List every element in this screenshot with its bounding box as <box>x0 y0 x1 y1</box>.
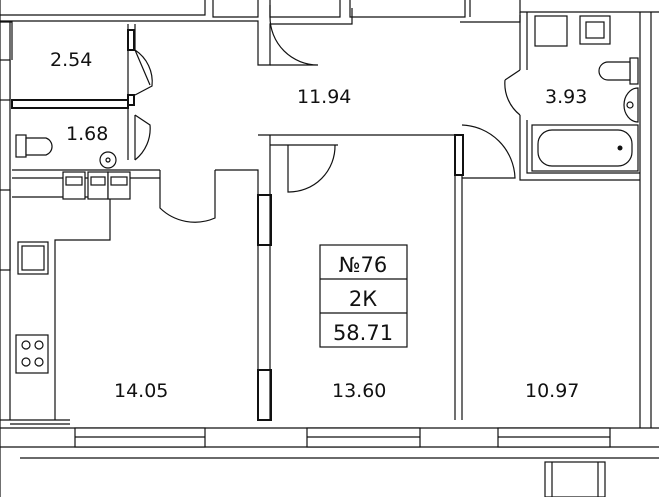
bedroom-middle-door <box>287 144 336 193</box>
storage-door <box>134 49 153 96</box>
balcony <box>544 461 606 497</box>
kitchen-door <box>159 178 216 223</box>
toilet-area: 1.68 <box>66 123 108 145</box>
bathroom-area: 3.93 <box>545 86 587 108</box>
storage-area: 2.54 <box>50 49 92 71</box>
apartment-type: 2К <box>349 287 377 311</box>
bedroom-right-door <box>461 124 516 179</box>
doors <box>134 5 521 223</box>
interior-walls <box>11 12 640 421</box>
room-area-labels: 2.54 11.94 3.93 1.68 14.05 13.60 10.97 <box>50 49 587 402</box>
apartment-info-box: №76 2К 58.71 <box>319 244 408 348</box>
hallway-area: 11.94 <box>297 86 351 108</box>
wc-sink-icon <box>99 151 117 169</box>
bathtub-icon <box>531 124 639 172</box>
kitchen-living-area: 14.05 <box>114 380 168 402</box>
bedroom-right-area: 10.97 <box>525 380 579 402</box>
wc-toilet-icon <box>15 134 53 158</box>
apartment-number: №76 <box>339 253 388 277</box>
kitchen-sink-icon <box>17 241 49 275</box>
bathroom-sink-icon <box>623 87 639 123</box>
bathroom-door <box>504 69 521 116</box>
stove-icon <box>15 334 49 374</box>
kitchen-units-icon <box>62 171 131 200</box>
apartment-total-area: 58.71 <box>333 321 393 345</box>
washing-machine-icon <box>534 15 611 47</box>
entrance-door <box>269 5 319 66</box>
fixtures <box>15 15 639 374</box>
bedroom-middle-area: 13.60 <box>332 380 386 402</box>
bathroom-toilet-icon <box>598 57 639 85</box>
windows <box>0 59 611 448</box>
wc-door <box>134 114 151 161</box>
